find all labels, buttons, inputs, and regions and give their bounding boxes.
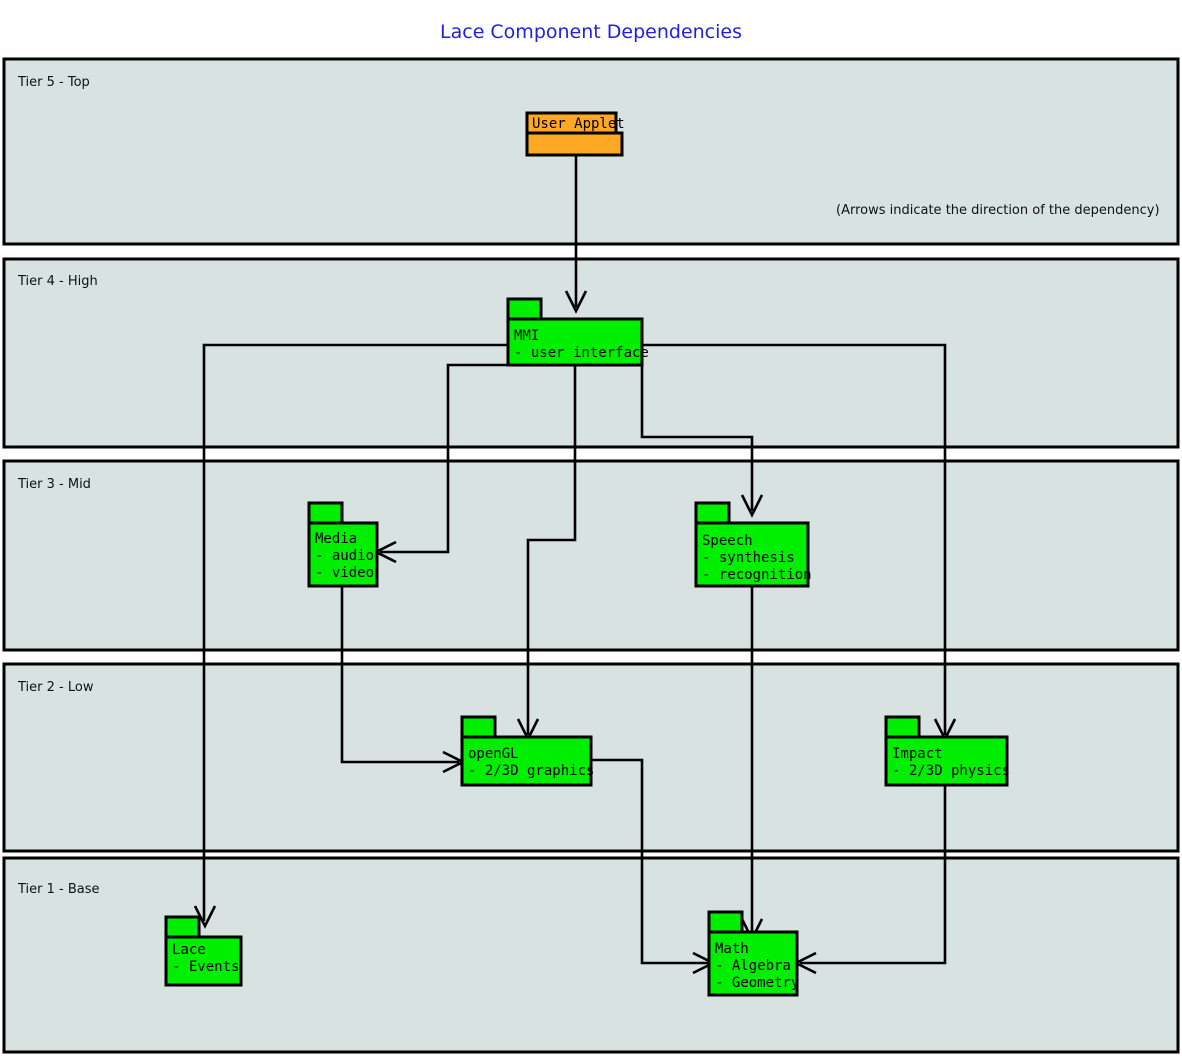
connector-mmi-speech — [640, 365, 754, 511]
dependency-connectors — [193, 155, 957, 975]
math-body — [707, 930, 799, 997]
connector-mmi-opengl — [526, 365, 577, 735]
media-tab — [307, 501, 344, 525]
impact-tab — [884, 715, 921, 739]
math-name: Math — [715, 941, 749, 957]
mmi-tab — [506, 297, 543, 321]
connector-impact-math — [800, 786, 947, 965]
diagram-title: Lace Component Dependencies — [440, 21, 742, 43]
component-mmi[interactable]: MMI - user interface — [506, 297, 649, 367]
opengl-name: openGL — [468, 746, 519, 762]
speech-detail-1: - recognition — [702, 567, 812, 583]
tier-box-mid — [2, 459, 1180, 652]
arrows-note: (Arrows indicate the direction of the de… — [836, 203, 1160, 218]
impact-detail-0: - 2/3D physics — [892, 763, 1010, 779]
speech-tab — [694, 501, 731, 525]
component-opengl[interactable]: openGL - 2/3D graphics — [460, 715, 594, 787]
speech-name: Speech — [702, 533, 753, 549]
lace-body — [164, 935, 243, 987]
connector-mmi-impact — [642, 343, 947, 735]
tier-group-3: Tier 3 - Mid — [2, 459, 1180, 652]
lace-detail-0: - Events — [172, 959, 239, 975]
component-user-applet[interactable]: User Applet — [525, 111, 625, 157]
media-name: Media — [315, 531, 357, 547]
component-lace[interactable]: Lace - Events — [164, 915, 243, 987]
tier-label-base: Tier 1 - Base — [17, 882, 100, 897]
arrowhead-mmi — [564, 290, 588, 314]
opengl-body — [460, 735, 593, 787]
lace-name: Lace — [172, 942, 206, 958]
speech-detail-0: - synthesis — [702, 550, 795, 566]
impact-body — [884, 735, 1009, 787]
impact-name: Impact — [892, 746, 943, 762]
math-detail-0: - Algebra — [715, 958, 791, 974]
connector-mmi-lace — [202, 343, 510, 921]
mmi-detail-0: - user interface — [514, 345, 649, 361]
connector-opengl-math — [591, 758, 709, 965]
opengl-tab — [460, 715, 497, 739]
tier-label-high: Tier 4 - High — [17, 274, 98, 289]
mmi-body — [506, 317, 644, 367]
tier-label-low: Tier 2 - Low — [17, 680, 94, 695]
user-applet-body — [525, 131, 624, 157]
media-detail-0: - audio — [315, 548, 374, 564]
component-math[interactable]: Math - Algebra - Geometry — [707, 910, 799, 997]
tier-label-mid: Tier 3 - Mid — [17, 477, 91, 492]
arrowhead-lace — [193, 905, 217, 929]
speech-body — [694, 521, 810, 588]
arrowhead-speech — [740, 494, 764, 518]
component-impact[interactable]: Impact - 2/3D physics — [884, 715, 1010, 787]
opengl-detail-0: - 2/3D graphics — [468, 763, 594, 779]
math-tab — [707, 910, 744, 934]
lace-tab — [164, 915, 201, 939]
component-media[interactable]: Media - audio - video — [307, 501, 379, 588]
media-body — [307, 521, 379, 588]
tier-label-top: Tier 5 - Top — [17, 75, 90, 90]
user-applet-name: User Applet — [532, 116, 625, 132]
math-detail-1: - Geometry — [715, 975, 799, 991]
connector-mmi-media — [380, 363, 510, 554]
component-speech[interactable]: Speech - synthesis - recognition — [694, 501, 812, 588]
mmi-name: MMI — [514, 328, 539, 344]
media-detail-1: - video — [315, 565, 374, 581]
connector-media-opengl — [340, 586, 459, 764]
